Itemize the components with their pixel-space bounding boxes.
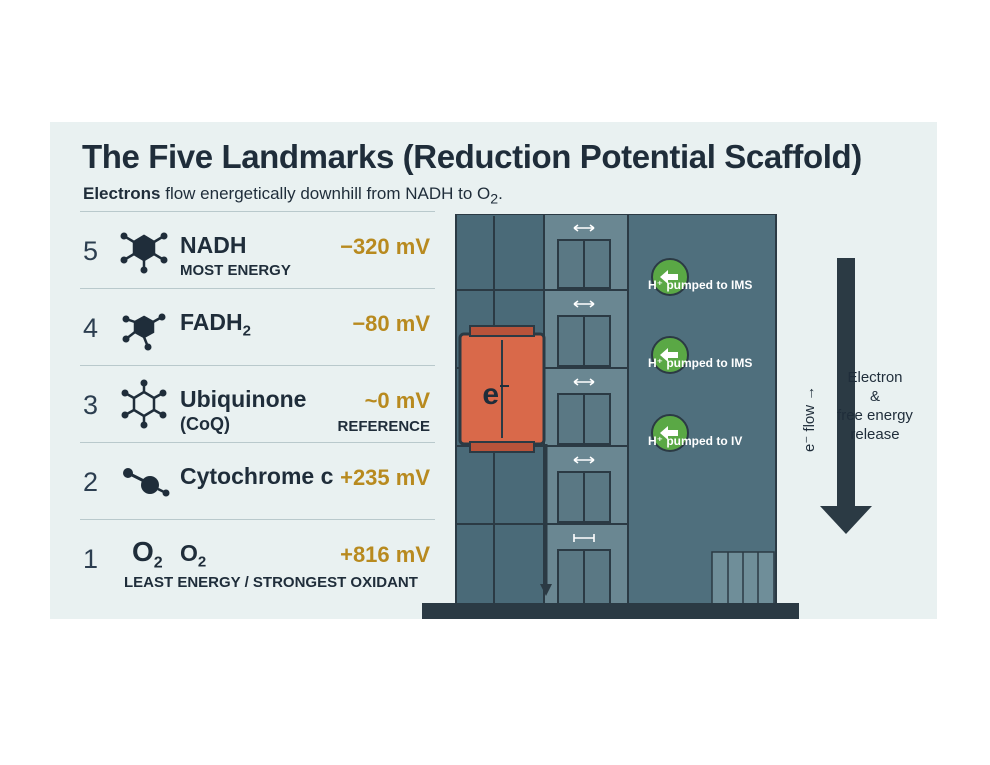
subtitle-bold: Electrons bbox=[83, 184, 161, 203]
ground-base bbox=[422, 603, 799, 619]
down-arrow-icon bbox=[540, 444, 552, 596]
reference-label: REFERENCE bbox=[337, 418, 430, 435]
elevator-doors bbox=[557, 239, 611, 605]
landmark-name-sub: 2 bbox=[197, 553, 207, 571]
landmark-potential: +235 mV bbox=[340, 465, 430, 490]
formula-sub: 2 bbox=[153, 554, 163, 572]
landmark-name: Ubiquinone bbox=[180, 386, 307, 412]
cytochrome-molecule-icon bbox=[123, 468, 170, 497]
landmark-row-ubiquinone: 3 Ubiquinone (CoQ) ~0 mV REFERENCE bbox=[80, 365, 435, 442]
nadh-molecule-icon bbox=[120, 232, 168, 274]
oxygen-formula: O2 bbox=[132, 536, 163, 573]
formula-text: O bbox=[132, 536, 154, 567]
building-right-wall bbox=[627, 214, 777, 607]
landmark-note: (CoQ) bbox=[180, 414, 230, 434]
subtitle-end: . bbox=[498, 184, 503, 203]
pump-arrow-icons bbox=[651, 258, 689, 452]
pump-label: H⁺ pumped to IV bbox=[648, 434, 743, 448]
page-title: The Five Landmarks (Reduction Potential … bbox=[82, 138, 862, 175]
pump-label: H⁺ pumped to IMS bbox=[648, 278, 753, 292]
energy-release-label: Electron & free energy release bbox=[830, 368, 920, 444]
subtitle-sub: 2 bbox=[490, 191, 499, 208]
landmark-row-cytochrome-c: 2 Cytochrome c +235 mV bbox=[80, 442, 435, 519]
building-windows bbox=[711, 551, 775, 607]
electron-flow-label: e⁻ flow → bbox=[801, 385, 818, 452]
landmark-row-oxygen: 1 O2 O2 LEAST ENERGY / STRONGEST OXIDANT… bbox=[80, 519, 435, 596]
electron-flow-arrow-icon bbox=[820, 258, 872, 534]
landmarks-panel: The Five Landmarks (Reduction Potential … bbox=[50, 122, 937, 619]
landmark-name: Cytochrome c bbox=[180, 463, 334, 489]
landmark-number: 3 bbox=[83, 390, 99, 420]
release-line: release bbox=[850, 426, 900, 443]
floor-indicator-icons bbox=[573, 224, 595, 542]
page-subtitle: Electrons flow energetically downhill fr… bbox=[83, 184, 503, 207]
landmark-name-text: FADH bbox=[180, 309, 243, 335]
landmark-number: 2 bbox=[83, 467, 99, 497]
landmark-number: 4 bbox=[83, 313, 99, 343]
landmark-potential: −320 mV bbox=[340, 234, 430, 259]
car-label-sup: − bbox=[499, 376, 510, 396]
landmark-potential: +816 mV bbox=[340, 542, 430, 567]
landmark-list: 5 NADH MOST ENERGY −320 mV 4 bbox=[80, 211, 435, 596]
ubiquinone-molecule-icon bbox=[121, 379, 167, 429]
landmark-potential: −80 mV bbox=[352, 311, 430, 336]
release-line: Electron bbox=[847, 369, 903, 386]
landmark-number: 5 bbox=[83, 236, 99, 266]
landmark-row-nadh: 5 NADH MOST ENERGY −320 mV bbox=[80, 211, 435, 288]
car-label-text: e bbox=[482, 378, 499, 411]
landmark-name: FADH2 bbox=[180, 309, 251, 340]
elevator-car bbox=[458, 325, 546, 453]
landmark-row-fadh2: 4 FADH2 −80 mV bbox=[80, 288, 435, 365]
landmark-potential: ~0 mV bbox=[364, 388, 430, 413]
subtitle-text: flow energetically downhill from NADH to… bbox=[165, 184, 491, 203]
pump-label: H⁺ pumped to IMS bbox=[648, 356, 753, 370]
landmark-note: LEAST ENERGY / STRONGEST OXIDANT bbox=[124, 574, 418, 591]
landmark-name: NADH bbox=[180, 232, 247, 258]
landmark-note: MOST ENERGY bbox=[180, 262, 291, 279]
landmark-name-sub: 2 bbox=[242, 322, 251, 340]
landmark-name-text: O bbox=[180, 540, 198, 566]
release-line: & bbox=[869, 388, 880, 405]
electron-elevator-diagram: e− bbox=[455, 214, 872, 607]
release-line: free energy bbox=[837, 407, 913, 424]
landmark-name: O2 bbox=[180, 540, 206, 571]
electron-car-label: e− bbox=[482, 376, 509, 411]
fadh2-molecule-icon bbox=[122, 313, 166, 351]
landmark-number: 1 bbox=[83, 544, 99, 574]
